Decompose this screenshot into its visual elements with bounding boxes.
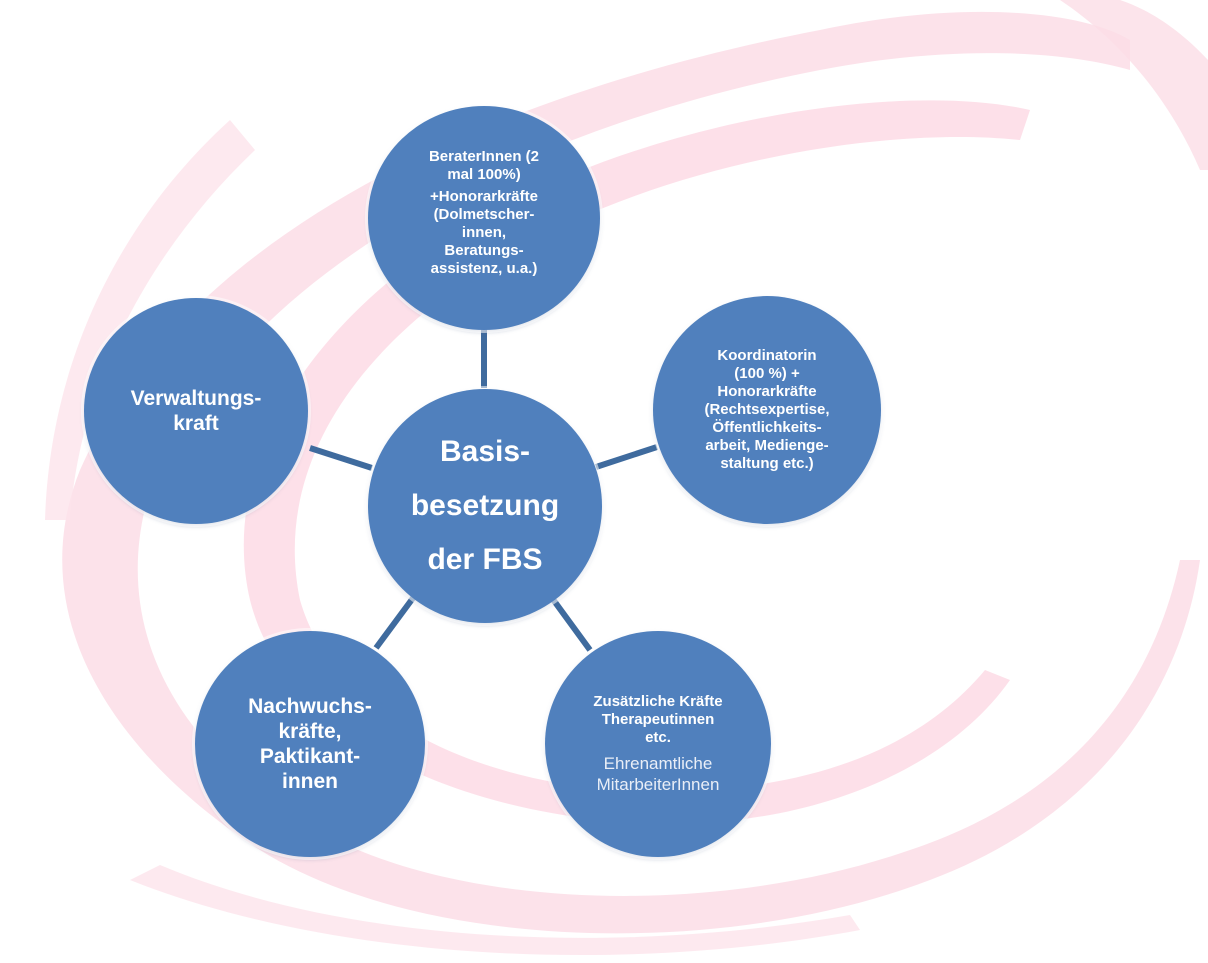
node-nachwuchs-line-2: kräfte,	[278, 720, 342, 743]
node-koordinatorin-line-5: Öffentlichkeits-	[712, 419, 822, 436]
node-verwaltung-line-2: kraft	[173, 412, 219, 435]
swirl-outer-stroke	[62, 11, 1201, 934]
node-berater: BeraterInnen (2 mal 100%) +Honorarkräfte…	[368, 106, 600, 330]
node-zusaetzliche-line-5: MitarbeiterInnen	[596, 775, 720, 794]
center-line-2: besetzung	[410, 489, 560, 522]
node-berater-line-2: mal 100%)	[447, 166, 521, 183]
node-zusaetzliche-line-4: Ehrenamtliche	[603, 754, 713, 773]
swirl-bottom-stroke	[130, 865, 860, 956]
node-koordinatorin-line-1: Koordinatorin	[717, 347, 817, 364]
node-zusaetzliche-line-3: etc.	[645, 729, 671, 746]
node-berater-line-1: BeraterInnen (2	[428, 148, 540, 165]
node-berater-line-4: (Dolmetscher-	[433, 206, 535, 223]
node-koordinatorin-line-4: (Rechtsexpertise,	[704, 401, 830, 418]
node-berater-line-3: +Honorarkräfte	[430, 188, 538, 205]
node-zusaetzliche-line-1: Zusätzliche Kräfte	[593, 693, 723, 710]
swirl-left-stroke	[45, 120, 255, 520]
node-nachwuchs: Nachwuchs- kräfte, Paktikant- innen	[195, 631, 425, 857]
node-verwaltung: Verwaltungs- kraft	[84, 298, 308, 524]
node-berater-line-5: innen,	[461, 224, 507, 241]
node-verwaltung-line-1: Verwaltungs-	[130, 387, 262, 410]
node-nachwuchs-line-1: Nachwuchs-	[248, 695, 372, 718]
node-nachwuchs-line-4: innen	[282, 770, 338, 793]
node-koordinatorin-line-6: arbeit, Medienge-	[705, 437, 829, 454]
node-koordinatorin-line-2: (100 %) +	[734, 365, 800, 382]
swirl-top-right-stroke	[1060, 0, 1208, 170]
node-koordinatorin-line-3: Honorarkräfte	[717, 383, 817, 400]
node-zusaetzliche-line-2: Therapeutinnen	[601, 711, 715, 728]
node-koordinatorin-line-7: staltung etc.)	[720, 455, 814, 472]
center-line-1: Basis-	[439, 435, 531, 468]
node-berater-line-6: Beratungs-	[444, 242, 524, 259]
node-basisbesetzung: Basis- besetzung der FBS	[368, 389, 602, 623]
node-koordinatorin: Koordinatorin (100 %) + Honorarkräfte (R…	[653, 296, 881, 524]
node-nachwuchs-line-3: Paktikant-	[259, 745, 361, 768]
node-berater-line-7: assistenz, u.a.)	[430, 260, 538, 277]
node-zusaetzliche-kraefte: Zusätzliche Kräfte Therapeutinnen etc. E…	[545, 631, 771, 857]
center-line-3: der FBS	[427, 543, 543, 576]
